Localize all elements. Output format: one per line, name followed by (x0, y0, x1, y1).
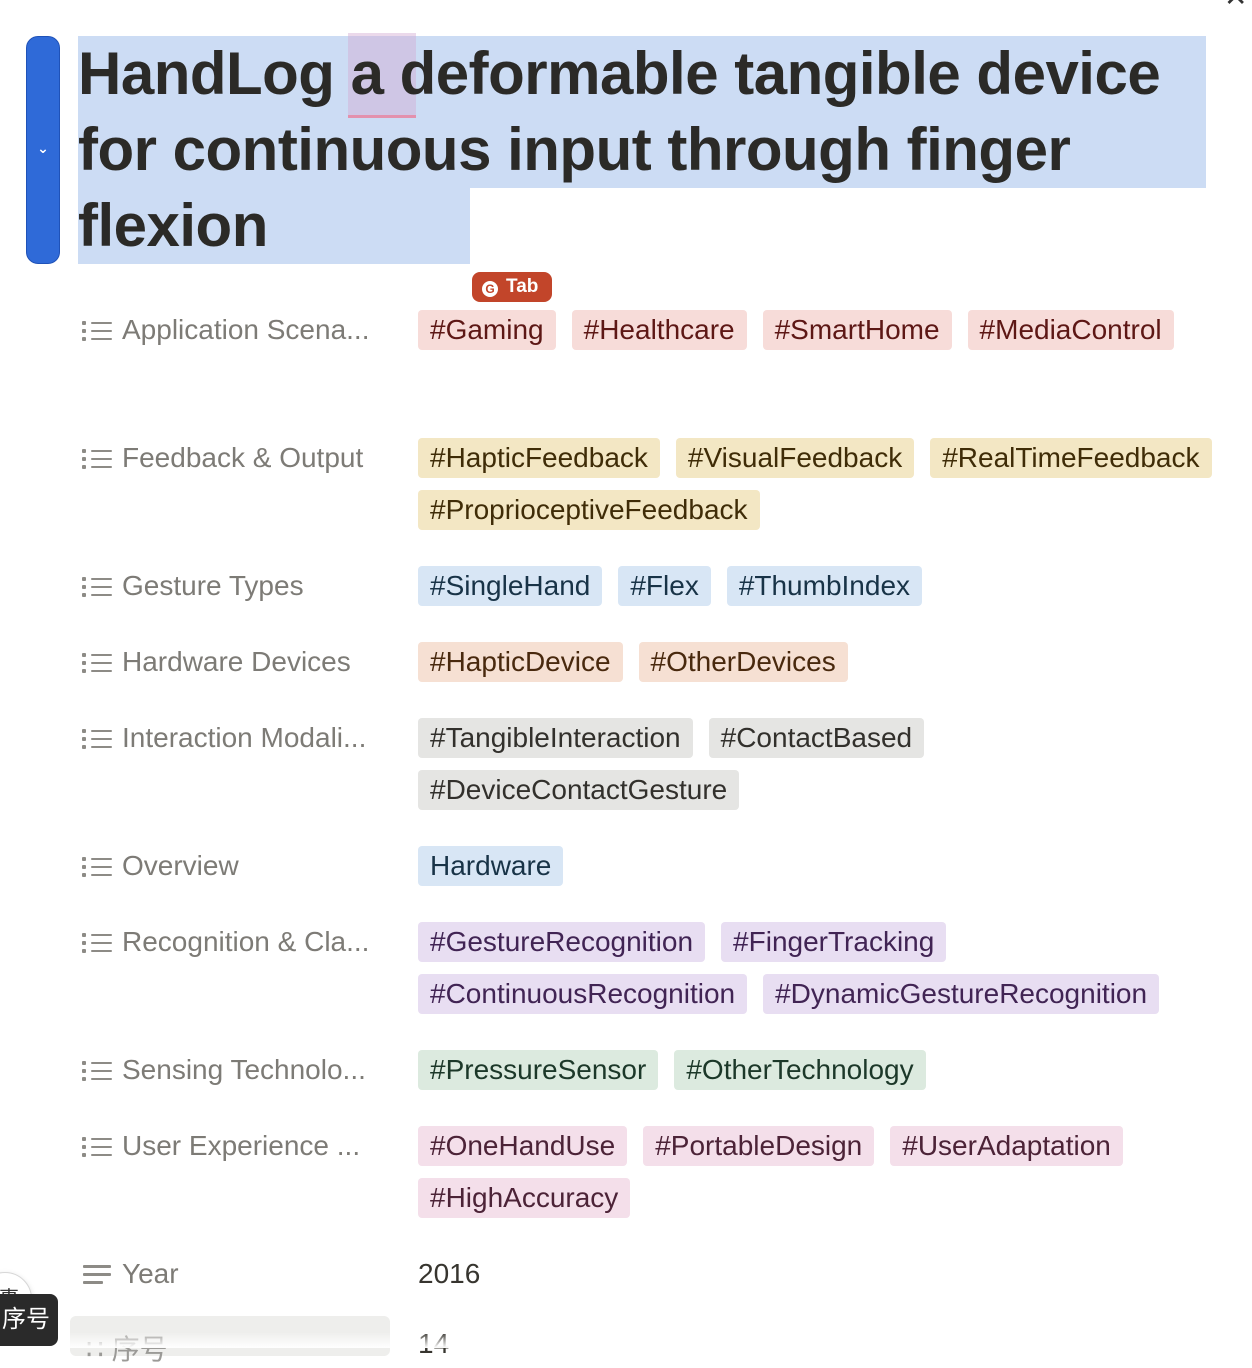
year-value[interactable]: 2016 (418, 1258, 481, 1289)
tag[interactable]: #ContinuousRecognition (418, 974, 748, 1014)
property-label: Sensing Technolo... (122, 1054, 366, 1085)
tag[interactable]: #SmartHome (762, 310, 952, 350)
tag[interactable]: #GestureRecognition (418, 922, 706, 962)
tag[interactable]: #ContactBased (708, 718, 925, 758)
property-name[interactable]: Year (82, 1254, 382, 1294)
list-icon (82, 446, 112, 470)
tag[interactable]: #UserAdaptation (890, 1126, 1123, 1166)
tag[interactable]: #SingleHand (418, 566, 603, 606)
list-icon (82, 318, 112, 342)
floating-tooltip-pill[interactable]: 序号 (0, 1294, 58, 1346)
property-name[interactable]: Gesture Types (82, 566, 382, 606)
list-icon (82, 650, 112, 674)
scroll-fade (0, 1332, 1252, 1348)
property-name[interactable]: Application Scena... (82, 310, 382, 350)
property-label: Interaction Modali... (122, 722, 367, 753)
property-label: Overview (122, 850, 239, 881)
tag[interactable]: #Flex (618, 566, 711, 606)
tag[interactable]: #HapticFeedback (418, 438, 660, 478)
property-name[interactable]: Feedback & Output (82, 438, 382, 478)
grammarly-icon: G (482, 281, 498, 297)
property-name[interactable]: Hardware Devices (82, 642, 382, 682)
list-icon (82, 1058, 112, 1082)
tag[interactable]: #TangibleInteraction (418, 718, 693, 758)
property-name[interactable]: Recognition & Cla... (82, 922, 382, 962)
tag[interactable]: #HighAccuracy (418, 1178, 631, 1218)
text-lines-icon (82, 1262, 112, 1286)
tag-list[interactable]: #SingleHand #Flex #ThumbIndex (418, 566, 1218, 606)
list-icon (82, 726, 112, 750)
chevron-down-icon: ⌄ (37, 140, 49, 156)
tag-list[interactable]: #PressureSensor #OtherTechnology (418, 1050, 1218, 1090)
property-label: User Experience ... (122, 1130, 361, 1161)
tag[interactable]: Hardware (418, 846, 564, 886)
tag[interactable]: #OneHandUse (418, 1126, 628, 1166)
property-label: Recognition & Cla... (122, 926, 370, 957)
tag-list[interactable]: #HapticDevice #OtherDevices (418, 642, 1218, 682)
property-name[interactable]: Interaction Modali... (82, 718, 382, 758)
list-icon (82, 854, 112, 878)
property-label: Application Scena... (122, 314, 370, 345)
tab-badge-label: Tab (506, 276, 539, 297)
tag[interactable]: #OtherDevices (638, 642, 848, 682)
tag[interactable]: #Gaming (418, 310, 556, 350)
tag[interactable]: #MediaControl (967, 310, 1174, 350)
property-label: Year (122, 1258, 179, 1289)
tag[interactable]: #DynamicGestureRecognition (763, 974, 1160, 1014)
collaborator-cursor-highlight (348, 33, 416, 118)
list-icon (82, 930, 112, 954)
tag[interactable]: #ThumbIndex (726, 566, 923, 606)
tag-list[interactable]: #GestureRecognition #FingerTracking #Conti… (418, 922, 1218, 1014)
property-name[interactable]: Overview (82, 846, 382, 886)
tag[interactable]: #VisualFeedback (675, 438, 915, 478)
property-label: Hardware Devices (122, 646, 351, 677)
tag[interactable]: #RealTimeFeedback (930, 438, 1212, 478)
tag[interactable]: #Healthcare (571, 310, 747, 350)
tag[interactable]: #FingerTracking (721, 922, 947, 962)
tag-list[interactable]: #OneHandUse #PortableDesign #UserAdaptatio… (418, 1126, 1218, 1218)
top-chrome (0, 0, 1252, 4)
property-name[interactable]: User Experience ... (82, 1126, 382, 1166)
block-selection-handle[interactable]: ⌄ (26, 36, 60, 264)
tag[interactable]: #OtherTechnology (674, 1050, 926, 1090)
text-selection-highlight (78, 36, 1206, 188)
tab-suggestion-badge[interactable]: G Tab (472, 272, 552, 302)
list-icon (82, 574, 112, 598)
close-icon[interactable]: ✕ (1224, 0, 1247, 11)
property-name[interactable]: Sensing Technolo... (82, 1050, 382, 1090)
tag[interactable]: #HapticDevice (418, 642, 623, 682)
page-title[interactable]: HandLog a deformable tangible device for… (78, 40, 1161, 259)
list-icon (82, 1134, 112, 1158)
tag[interactable]: #PortableDesign (643, 1126, 875, 1166)
tag[interactable]: #ProprioceptiveFeedback (418, 490, 760, 530)
property-label: Feedback & Output (122, 442, 364, 473)
tag-list[interactable]: #HapticFeedback #VisualFeedback #RealTimeF… (418, 438, 1218, 530)
tag-list[interactable]: Hardware (418, 846, 1218, 886)
tag-list[interactable]: #TangibleInteraction #ContactBased #Device… (418, 718, 1218, 810)
tag-list[interactable]: #Gaming #Healthcare #SmartHome #MediaContro… (418, 310, 1218, 350)
tag[interactable]: #PressureSensor (418, 1050, 659, 1090)
text-selection-highlight (78, 188, 470, 264)
property-label: Gesture Types (122, 570, 304, 601)
tag[interactable]: #DeviceContactGesture (418, 770, 740, 810)
